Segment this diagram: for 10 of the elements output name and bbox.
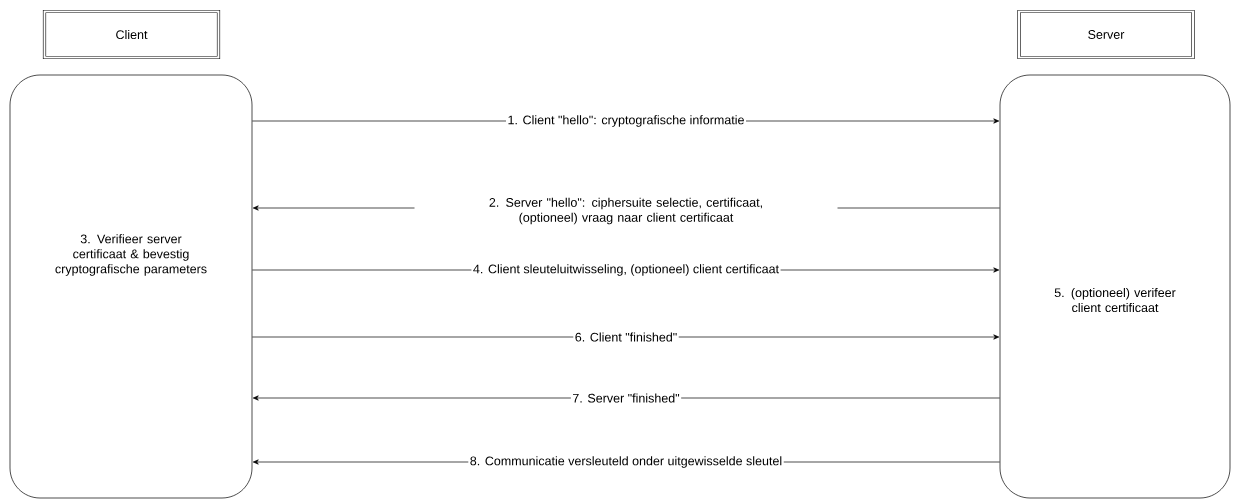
edge-label: 8. Communicatie versleuteld onder uitgewisselde sleutel [468, 454, 784, 470]
process-box: 5. (optioneel) verifeer client certificaat [999, 74, 1231, 499]
edge-label: 1. Client "hello": cryptografische informatie [506, 113, 746, 129]
edge-label: 4. Client sleuteluitwisseling, (optioneel) client certificaat [471, 262, 781, 278]
edge-label: 6. Client "finished" [573, 330, 679, 344]
process-box: 3. Verifieer server certificaat & bevestig cryptografische parameters [9, 74, 253, 499]
lifeline-header: Server [1017, 9, 1195, 60]
edge-label: 2. Server "hello": ciphersuite selectie, certificaat, (optioneel) vraag naar client certificaat [414, 196, 838, 226]
lifeline-header: Client [42, 9, 221, 60]
edge-label: 7. Server "finished" [570, 391, 682, 405]
